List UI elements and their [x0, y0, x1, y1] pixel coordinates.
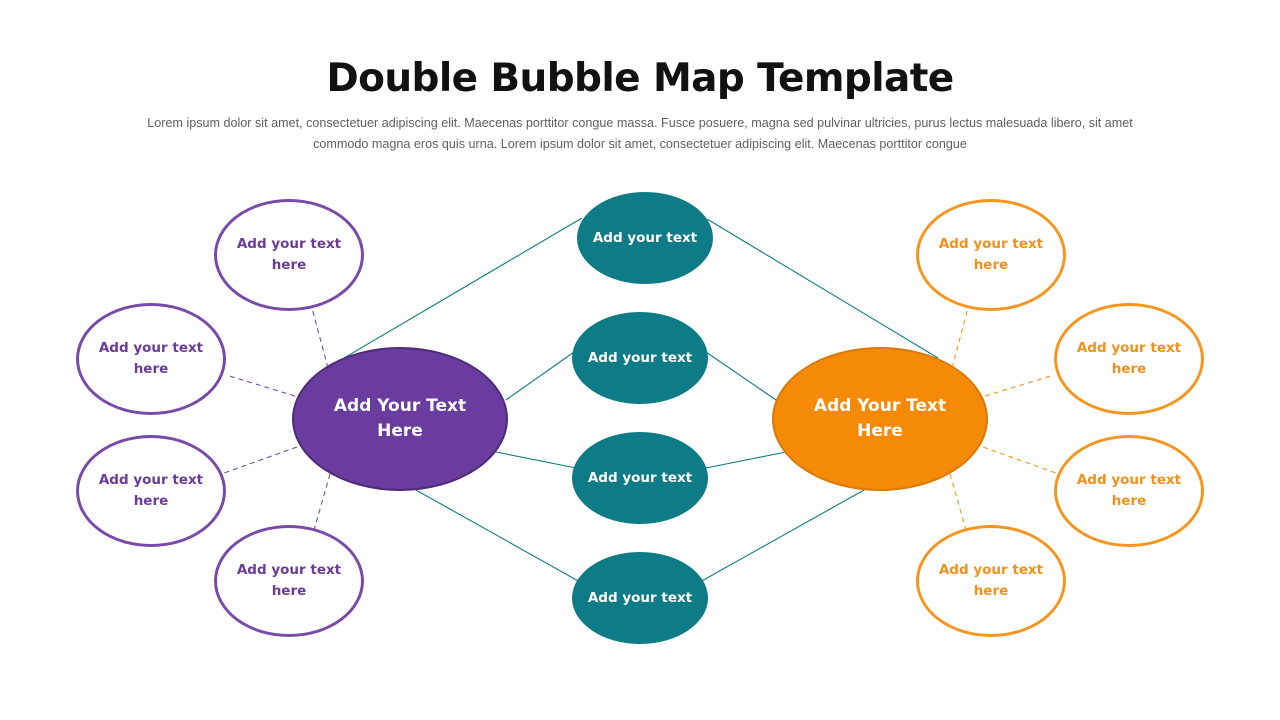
- connector-right-sat-2: [984, 374, 1055, 397]
- connector-hub-left-mid-3: [495, 451, 577, 469]
- bubble-right-satellite-1[interactable]: Add your text here: [916, 199, 1066, 311]
- connector-mid-2-hub-right: [705, 351, 777, 401]
- bubble-left-satellite-3[interactable]: Add your text here: [76, 435, 226, 547]
- connector-hub-left-mid-1: [343, 217, 583, 359]
- bubble-label-line1: Add your text: [98, 340, 204, 356]
- connector-hub-left-mid-4: [415, 489, 581, 583]
- bubble-label: Add your text: [592, 230, 698, 246]
- bubble-label-line2: here: [973, 583, 1009, 599]
- bubble-label-line1: Add your text: [938, 562, 1044, 578]
- bubble-label: Add your text: [587, 350, 693, 366]
- connector-hub-left-mid-2: [505, 351, 575, 401]
- bubble-right-satellite-3[interactable]: Add your text here: [1054, 435, 1204, 547]
- connector-right-sat-3: [982, 446, 1057, 474]
- bubble-label-line2: here: [133, 361, 169, 377]
- bubble-label-line1: Add your text: [236, 562, 342, 578]
- bubble-middle-2[interactable]: Add your text: [572, 312, 708, 404]
- bubble-right-satellite-4[interactable]: Add your text here: [916, 525, 1066, 637]
- bubble-label-line1: Add your text: [938, 236, 1044, 252]
- bubble-label-line1: Add your text: [236, 236, 342, 252]
- bubble-label-line1: Add your text: [1076, 472, 1182, 488]
- connector-mid-3-hub-right: [705, 451, 787, 469]
- connector-right-sat-4: [949, 473, 967, 531]
- bubble-label: Add your text: [587, 590, 693, 606]
- bubble-label-line1: Add your text: [1076, 340, 1182, 356]
- hub-label-line2: Here: [377, 421, 423, 441]
- bubble-middle-3[interactable]: Add your text: [572, 432, 708, 524]
- page-subtitle: Lorem ipsum dolor sit amet, consectetuer…: [147, 116, 1133, 151]
- bubble-left-satellite-2[interactable]: Add your text here: [76, 303, 226, 415]
- connector-mid-1-hub-right: [706, 218, 939, 359]
- connector-left-sat-2: [225, 374, 296, 397]
- bubble-left-satellite-4[interactable]: Add your text here: [214, 525, 364, 637]
- connector-left-sat-4: [313, 473, 331, 531]
- bubble-middle-4[interactable]: Add your text: [572, 552, 708, 644]
- bubble-label-line2: here: [271, 583, 307, 599]
- bubble-hub-left[interactable]: Add Your Text Here: [292, 347, 508, 491]
- page-title: Double Bubble Map Template: [326, 56, 954, 101]
- bubble-left-satellite-1[interactable]: Add your text here: [214, 199, 364, 311]
- bubble-label-line2: here: [973, 257, 1009, 273]
- connector-left-sat-3: [223, 446, 298, 474]
- bubble-label-line2: here: [1111, 361, 1147, 377]
- bubble-label: Add your text: [587, 470, 693, 486]
- bubble-label-line2: here: [133, 493, 169, 509]
- hub-label-line1: Add Your Text: [813, 396, 947, 416]
- connector-right-sat-1: [951, 307, 969, 369]
- connector-left-sat-1: [311, 307, 329, 369]
- hub-label-line1: Add Your Text: [333, 396, 467, 416]
- bubble-label-line2: here: [271, 257, 307, 273]
- bubble-label-line2: here: [1111, 493, 1147, 509]
- bubble-hub-right[interactable]: Add Your Text Here: [772, 347, 988, 491]
- bubble-label-line1: Add your text: [98, 472, 204, 488]
- hub-label-line2: Here: [857, 421, 903, 441]
- bubble-middle-1[interactable]: Add your text: [577, 192, 713, 284]
- connector-mid-4-hub-right: [699, 489, 865, 583]
- bubble-right-satellite-2[interactable]: Add your text here: [1054, 303, 1204, 415]
